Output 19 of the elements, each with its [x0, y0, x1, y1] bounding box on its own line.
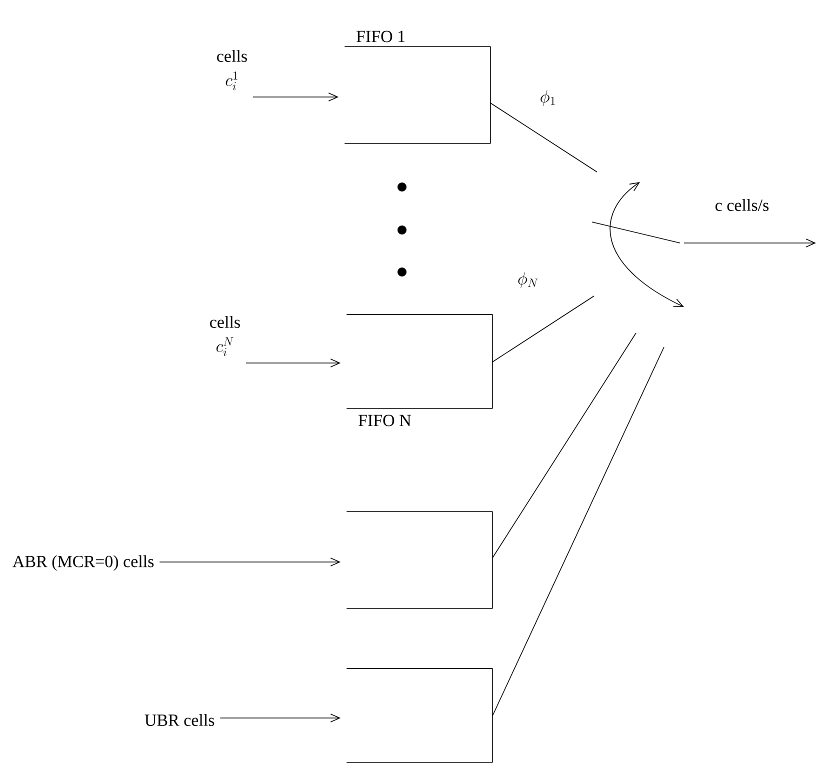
input-label: cells $c_i^1$ — [217, 50, 247, 90]
input-label: ABR (MCR=0) cells — [12, 555, 154, 571]
queue-box: FIFO 1 — [344, 30, 491, 144]
feed-line — [492, 296, 594, 362]
arrow — [246, 358, 341, 368]
queue-box — [346, 668, 493, 763]
feed-line — [492, 346, 664, 716]
edge-label: $\phi_1$ — [540, 90, 555, 106]
edge-label: $\phi_N$ — [518, 272, 538, 288]
queue-box — [346, 511, 493, 609]
queue-box: FIFO N — [346, 314, 493, 426]
input-label: UBR cells — [144, 714, 214, 726]
rate-label: c cells/s — [716, 199, 769, 211]
arrow — [220, 714, 341, 722]
feed-line — [492, 332, 636, 558]
feed-line — [490, 102, 598, 172]
arrow — [252, 92, 339, 102]
arrow — [159, 558, 341, 566]
input-label: cells $c_i^N$ — [210, 316, 240, 356]
